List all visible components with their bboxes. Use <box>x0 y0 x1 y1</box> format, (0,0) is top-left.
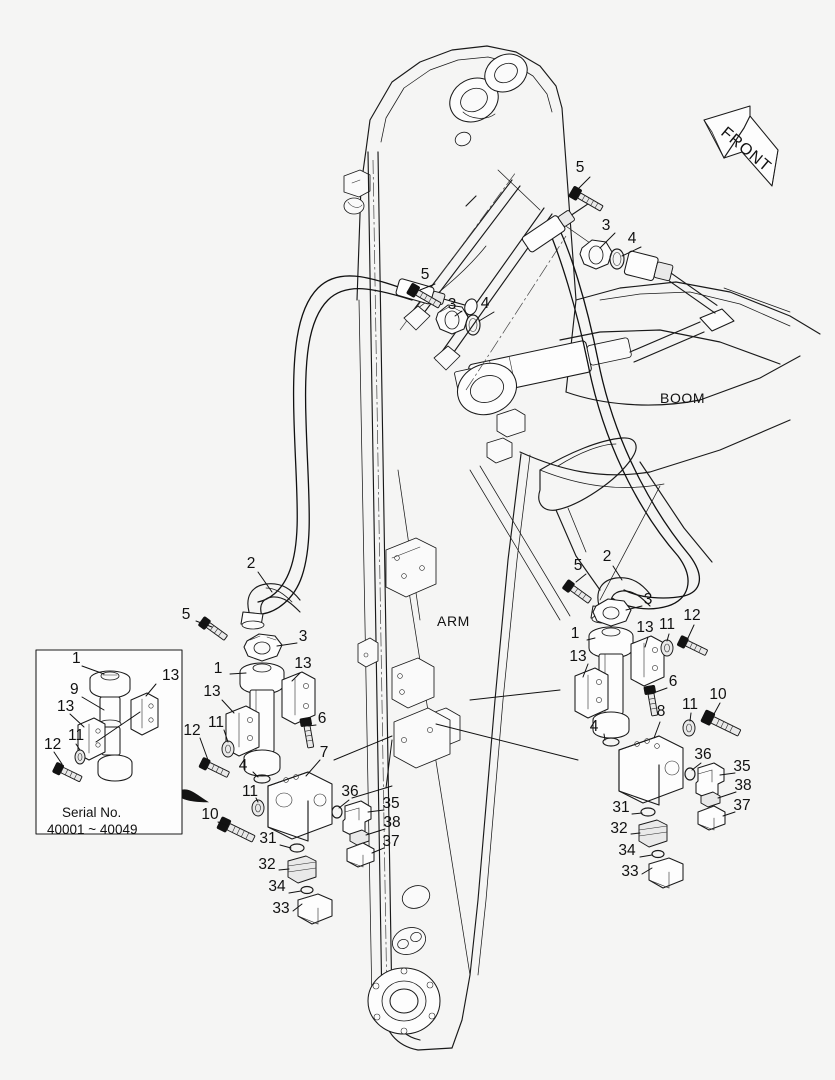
callout-number: 34 <box>268 878 286 895</box>
callout-number: 6 <box>669 673 678 690</box>
callout-number: 13 <box>636 619 653 636</box>
boom-assembly-outline <box>454 281 821 621</box>
arm-assembly-outline <box>343 45 577 1051</box>
callout-number: 32 <box>610 820 627 837</box>
callout-number: 38 <box>734 777 751 794</box>
callout-number: 2 <box>603 548 612 565</box>
callout-number: 31 <box>259 830 276 847</box>
callout-number: 10 <box>201 806 219 823</box>
callout-number: 35 <box>733 758 750 775</box>
callout-number: 1 <box>571 625 580 642</box>
arm-label: ARM <box>437 613 470 629</box>
callout-number: 7 <box>320 744 329 761</box>
callout-number: 11 <box>68 727 84 744</box>
callout-number: 33 <box>621 863 638 880</box>
callout-number: 3 <box>644 591 653 608</box>
callout-number: 5 <box>576 159 585 176</box>
boom-label: BOOM <box>660 390 705 406</box>
callout-number: 11 <box>682 696 698 713</box>
callout-number: 31 <box>612 799 629 816</box>
callout-number: 4 <box>481 295 490 312</box>
leader-lines <box>195 176 737 912</box>
callout-number: 33 <box>272 900 289 917</box>
callout-number: 36 <box>694 746 711 763</box>
callout-number: 6 <box>318 710 327 727</box>
callout-number: 11 <box>208 714 224 731</box>
callout-number: 9 <box>70 681 79 698</box>
serial-no-label: Serial No. <box>62 805 121 820</box>
callout-number: 3 <box>448 296 457 313</box>
callout-number: 2 <box>247 555 256 572</box>
upper-left-fitting-group <box>406 283 481 336</box>
callout-number: 11 <box>242 783 258 800</box>
callout-number: 12 <box>683 607 700 624</box>
callout-number: 3 <box>299 628 308 645</box>
callout-number: 5 <box>421 266 430 283</box>
callout-number: 10 <box>709 686 727 703</box>
callout-number: 4 <box>239 757 248 774</box>
callout-number: 1 <box>72 650 81 667</box>
callout-number: 4 <box>628 230 637 247</box>
callout-number: 35 <box>382 795 399 812</box>
inset-callout-numbers: 1 9 13 13 11 12 <box>44 650 179 753</box>
callout-number: 5 <box>182 606 191 623</box>
callout-number: 3 <box>602 217 611 234</box>
callout-number: 11 <box>659 616 675 633</box>
callout-number: 13 <box>569 648 586 665</box>
callout-number: 37 <box>733 797 750 814</box>
callout-number: 13 <box>57 698 74 715</box>
callout-number: 12 <box>183 722 200 739</box>
upper-right-fitting-group <box>568 186 791 314</box>
right-valve-assembly <box>562 577 742 889</box>
serial-range-value: 40001 ~ 40049 <box>47 822 137 837</box>
callout-number: 1 <box>214 660 223 677</box>
callout-number: 34 <box>618 842 636 859</box>
callout-number: 36 <box>341 783 358 800</box>
callout-number: 8 <box>657 703 666 720</box>
callout-number: 4 <box>590 718 599 735</box>
callout-number: 13 <box>294 655 311 672</box>
callout-number: 37 <box>382 833 399 850</box>
callout-number: 5 <box>574 557 583 574</box>
serial-inset-box: Serial No. 40001 ~ 40049 1 9 13 13 11 12 <box>35 649 210 837</box>
callout-number: 13 <box>203 683 220 700</box>
callout-number: 32 <box>258 856 275 873</box>
arm-clamp-brackets <box>357 537 461 769</box>
left-valve-assembly <box>198 583 375 925</box>
callout-number: 12 <box>44 736 61 753</box>
callout-number: 13 <box>162 667 179 684</box>
callout-number: 38 <box>383 814 400 831</box>
